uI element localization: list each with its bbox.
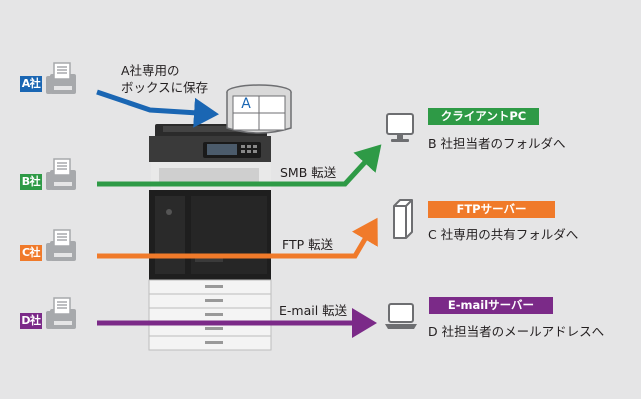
fax-icon — [46, 229, 76, 261]
dest-badge-ftp-server: FTPサーバー — [428, 201, 555, 218]
dest-desc-c: C 社専用の共有フォルダへ — [428, 227, 579, 242]
flow-c-method: FTP 転送 — [282, 237, 334, 252]
flow-a-label-line1: A社専用の — [121, 63, 180, 78]
flow-b-method: SMB 転送 — [280, 165, 337, 180]
fax-icon — [46, 158, 76, 190]
dest-badge-client-pc: クライアントPC — [428, 108, 539, 125]
company-badge-b: B社 — [20, 174, 42, 190]
laptop-icon — [385, 303, 417, 329]
dest-desc-d: D 社担当者のメールアドレスへ — [428, 324, 605, 339]
arrow-a — [96, 89, 219, 128]
dest-desc-b: B 社担当者のフォルダへ — [428, 136, 566, 151]
multifunction-printer-icon — [148, 124, 272, 351]
arrow-c — [97, 217, 378, 259]
arrow-b — [97, 144, 382, 187]
fax-icon — [46, 297, 76, 329]
desktop-pc-icon — [386, 113, 414, 142]
dest-badge-email-server: E-mailサーバー — [429, 297, 553, 314]
company-badge-c: C社 — [20, 245, 42, 261]
storage-box-letter: A — [241, 96, 251, 112]
company-badge-d: D社 — [20, 313, 42, 329]
flow-a-label-line2: ボックスに保存 — [121, 80, 209, 95]
storage-box-icon — [226, 84, 292, 134]
server-tower-icon — [393, 199, 413, 239]
fax-icon — [46, 62, 76, 94]
company-badge-a: A社 — [20, 76, 42, 92]
flow-d-method: E-mail 転送 — [279, 303, 348, 318]
